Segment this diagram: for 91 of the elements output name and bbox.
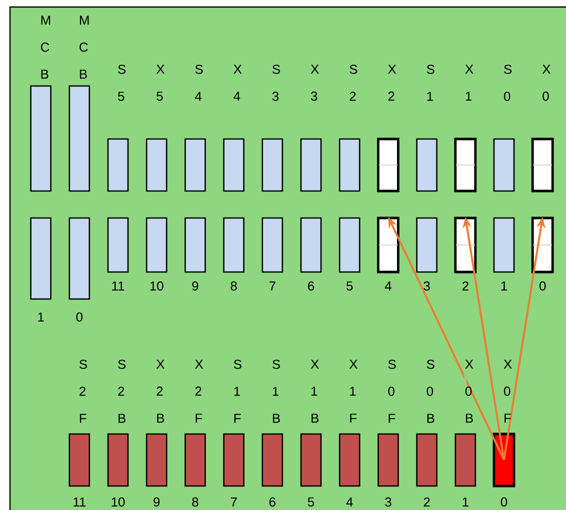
slot-number: 6: [308, 281, 314, 291]
column-label: X 2: [387, 64, 396, 102]
column-label: S 4: [194, 64, 203, 102]
slot-number: 0: [76, 312, 83, 322]
column-label: S 2 B: [117, 359, 126, 424]
slot-number: 11: [112, 282, 124, 290]
slot-number: 5: [346, 281, 353, 291]
slot-box: [300, 138, 322, 192]
slot-number: 1: [462, 498, 468, 506]
slot-box: [531, 138, 554, 192]
slot-box: [377, 216, 400, 274]
slot-number: 6: [269, 497, 276, 507]
column-label: X 3: [310, 64, 319, 102]
column-label: S 2: [348, 64, 358, 102]
slot-box: [146, 217, 168, 273]
slot-number: 1: [501, 282, 507, 290]
slot-box: [184, 433, 206, 487]
slot-box: [416, 138, 438, 192]
slot-box: [493, 217, 515, 273]
column-label: X 2 B: [156, 359, 164, 424]
slot-box: [338, 217, 360, 273]
column-label: S 1: [426, 64, 434, 102]
slot-box: [68, 433, 90, 487]
column-label: S 0 B: [426, 359, 434, 424]
slot-number: 4: [384, 282, 392, 290]
slot-number: 7: [269, 282, 276, 290]
slot-box: [30, 85, 52, 192]
slot-box: [300, 217, 322, 273]
column-label: S 2 F: [78, 359, 87, 424]
slot-box: [223, 433, 244, 487]
slot-number: 3: [385, 497, 392, 507]
slot-box: [146, 433, 168, 487]
slot-box: [262, 138, 284, 192]
slot-number: 7: [230, 498, 237, 506]
column-label: X 1 F: [348, 359, 358, 424]
column-label: S 3: [271, 64, 280, 102]
slot-number: 2: [462, 281, 468, 291]
slot-box: [184, 138, 206, 192]
column-label: X 2 F: [194, 359, 204, 424]
column-label: M C B: [78, 15, 89, 80]
slot-box: [378, 433, 399, 487]
column-label: S 1 F: [232, 359, 242, 424]
slot-number: 9: [154, 497, 160, 507]
slot-box: [107, 138, 129, 192]
column-label: X 1 B: [310, 359, 319, 424]
slot-box: [223, 138, 244, 192]
slot-number: 10: [112, 497, 125, 507]
slot-number: 9: [192, 281, 198, 291]
slot-number: 4: [346, 498, 353, 506]
slot-box: [416, 217, 438, 273]
slot-number: 2: [424, 497, 430, 507]
column-label: S 0 F: [387, 359, 396, 424]
slot-box: [416, 433, 438, 487]
column-label: S 1 B: [271, 359, 280, 424]
slot-box: [454, 216, 477, 274]
slot-number: 0: [539, 281, 546, 291]
slot-box: [338, 433, 360, 487]
slot-number: 8: [192, 497, 198, 507]
slot-box: [107, 217, 129, 273]
column-label: X 5: [156, 64, 164, 102]
slot-box: [184, 217, 206, 273]
slot-number: 5: [308, 497, 314, 507]
slot-number: 3: [424, 281, 430, 291]
slot-box: [30, 217, 52, 300]
slot-box: [531, 216, 554, 274]
column-label: X 4: [232, 64, 242, 102]
column-label: S 0: [503, 64, 512, 102]
slot-box: [262, 217, 284, 273]
column-label: M C B: [40, 15, 50, 80]
column-label: X 0: [542, 64, 550, 102]
column-label: X 1: [464, 64, 474, 102]
slot-box: [68, 85, 90, 192]
slot-number: 0: [500, 497, 508, 507]
slot-number: 10: [150, 281, 164, 291]
slot-box: [223, 217, 244, 273]
slot-box: [377, 138, 400, 192]
slot-box: [262, 433, 284, 487]
slot-box: [493, 138, 515, 192]
slot-box: [146, 138, 168, 192]
slot-box: [68, 217, 90, 300]
column-label: X 0 B: [464, 359, 474, 424]
column-label: S 5: [117, 64, 126, 102]
slot-box: [300, 433, 322, 487]
slot-number: 11: [74, 498, 86, 506]
slot-number: 1: [38, 312, 44, 322]
slot-box: [454, 138, 477, 192]
slot-box: [454, 433, 476, 487]
slot-box: [338, 138, 360, 192]
slot-number: 8: [230, 281, 237, 291]
column-label: X 0 F: [503, 359, 512, 424]
slot-box: [107, 433, 129, 487]
